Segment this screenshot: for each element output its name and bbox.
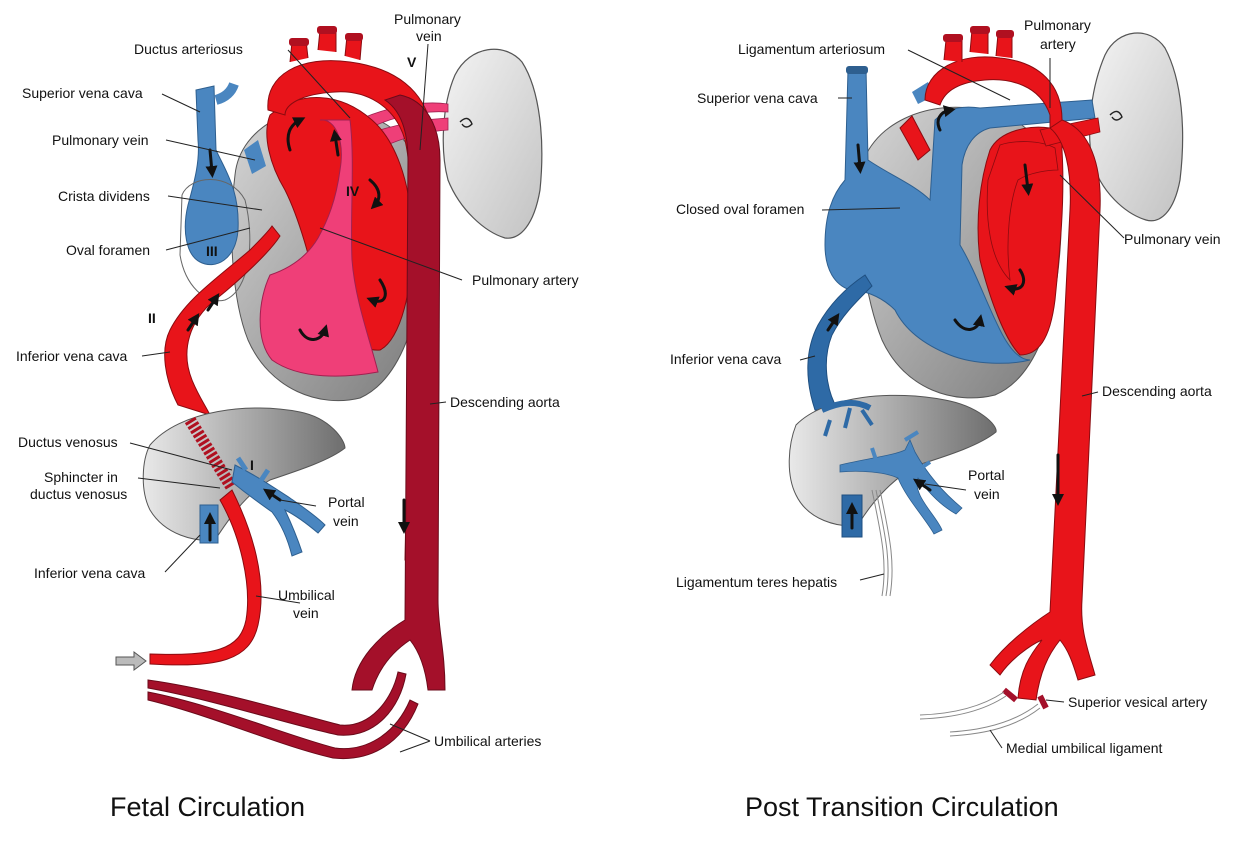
post-portal-vein [839,439,963,535]
label-ligamentum-teres: Ligamentum teres hepatis [676,574,837,590]
label-post-portal-vein-2: vein [974,486,1000,502]
post-transition-diagram: Ligamentum arteriosum Pulmonary artery S… [670,17,1221,822]
label-oval-foramen: Oval foramen [66,242,150,258]
label-post-portal-vein-1: Portal [968,467,1005,483]
fetal-umbilical-artery-2 [147,691,419,760]
fetal-lung [442,48,543,239]
label-umbilical-vein-2: vein [293,605,319,621]
post-ligamentum-teres [871,489,893,597]
label-post-descending-aorta: Descending aorta [1102,383,1212,399]
label-umbilical-vein-1: Umbilical [278,587,335,603]
label-descending-aorta: Descending aorta [450,394,560,410]
label-closed-oval-foramen: Closed oval foramen [676,201,804,217]
label-pulmonary-artery-1: Pulmonary [1024,17,1091,33]
label-pulmonary-artery-2: artery [1040,36,1076,52]
label-pulmonary-vein-top-1: Pulmonary [394,11,461,27]
label-inferior-vena-cava: Inferior vena cava [16,348,127,364]
fetal-umbilical-artery-1 [147,671,407,736]
label-post-inferior-vena-cava: Inferior vena cava [670,351,781,367]
post-descending-aorta [989,119,1101,701]
label-inferior-vena-cava-lower: Inferior vena cava [34,565,145,581]
label-portal-vein-1: Portal [328,494,365,510]
label-sphincter-2: ductus venosus [30,486,127,502]
label-superior-vesical-artery: Superior vesical artery [1068,694,1207,710]
fetal-descending-aorta [351,94,446,691]
label-crista-dividens: Crista dividens [58,188,150,204]
label-ductus-venosus: Ductus venosus [18,434,118,450]
label-ligamentum-arteriosum: Ligamentum arteriosum [738,41,885,57]
label-portal-vein-2: vein [333,513,359,529]
label-ductus-arteriosus: Ductus arteriosus [134,41,243,57]
post-medial-umbilical-ligament-2 [949,703,1041,737]
fetal-numeral-I: I [250,457,254,473]
post-medial-umbilical-ligament-1 [919,691,1007,720]
label-pulmonary-vein-top-2: vein [416,28,442,44]
label-umbilical-arteries: Umbilical arteries [434,733,541,749]
fetal-numeral-IV: IV [346,183,360,199]
label-post-pulmonary-vein: Pulmonary vein [1124,231,1221,247]
label-medial-umbilical-ligament: Medial umbilical ligament [1006,740,1163,756]
post-lung [1089,32,1184,222]
label-sphincter-1: Sphincter in [44,469,118,485]
fetal-numeral-III: III [206,243,218,259]
label-pulmonary-artery: Pulmonary artery [472,272,579,288]
caption-post-transition: Post Transition Circulation [745,792,1059,822]
label-superior-vena-cava: Superior vena cava [22,85,143,101]
caption-fetal: Fetal Circulation [110,792,305,822]
fetal-umbilical-vein [149,489,262,666]
fetal-portal-vein [231,464,326,557]
fetal-pulmonary-artery [259,119,379,377]
post-inferior-vena-cava [807,274,873,411]
fetal-numeral-II: II [148,310,156,326]
fetal-diagram: I II III IV V Ductus arteriosus Pulmonar… [16,11,579,822]
label-pulmonary-vein: Pulmonary vein [52,132,149,148]
label-post-superior-vena-cava: Superior vena cava [697,90,818,106]
fetal-numeral-V: V [407,54,417,70]
